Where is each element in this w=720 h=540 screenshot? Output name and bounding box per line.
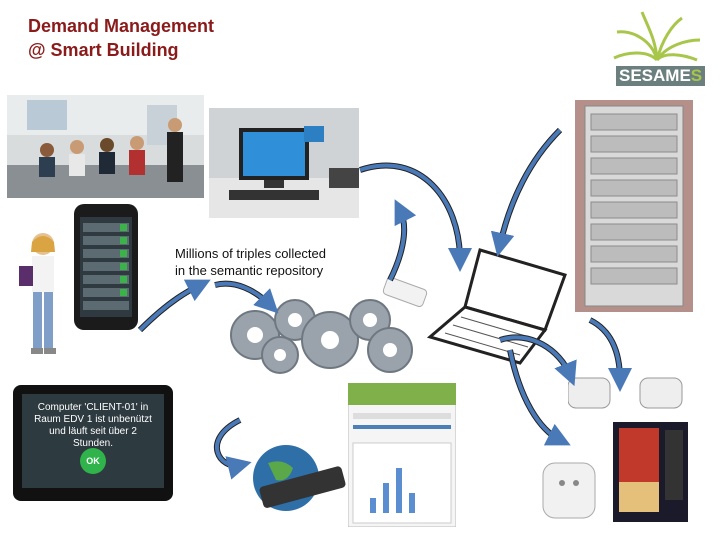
motion-sensors-icon	[568, 377, 683, 409]
logo-text: SESAMES	[616, 66, 706, 86]
title-line-2: @ Smart Building	[28, 40, 179, 60]
smart-plug-icon	[542, 462, 596, 519]
slide-title: Demand Management @ Smart Building	[28, 14, 214, 62]
gears-icon	[230, 299, 413, 374]
title-line-1: Demand Management	[28, 16, 215, 36]
caption-line-2: in the semantic repository	[175, 263, 324, 278]
laptop-icon	[426, 248, 567, 365]
ok-button[interactable]: OK	[80, 448, 106, 474]
logo-text-main: SESAME	[619, 66, 691, 85]
globe-www-icon	[253, 445, 346, 511]
vending-machine-icon	[613, 422, 688, 522]
server-rack-photo	[575, 100, 693, 312]
usb-stick-icon	[382, 276, 428, 308]
dashboard-screenshot	[348, 383, 456, 527]
caption-line-1: Millions of triples collected	[175, 246, 327, 261]
smartphone-icon	[74, 204, 138, 330]
classroom-photo	[7, 95, 204, 198]
tablet-notification-text: Computer 'CLIENT-01' in Raum EDV 1 ist u…	[34, 402, 152, 449]
logo-text-s: S	[690, 66, 703, 85]
computer-photo	[209, 108, 359, 218]
repository-caption: Millions of triples collected in the sem…	[175, 245, 326, 279]
student-icon	[19, 233, 56, 354]
sesames-logo-icon	[613, 11, 701, 62]
